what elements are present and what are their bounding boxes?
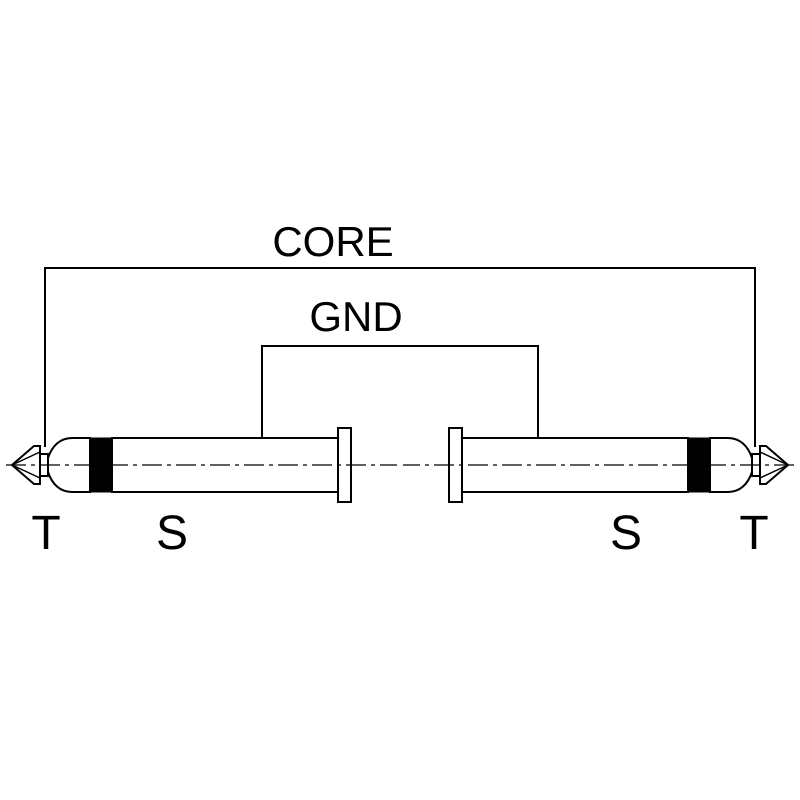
right-plug: [402, 427, 795, 503]
left-plug: [5, 427, 398, 503]
gnd-wire: [261, 345, 539, 438]
left-tip-label: T: [31, 507, 60, 560]
gnd-label: GND: [309, 293, 402, 340]
core-label: CORE: [272, 218, 393, 265]
left-sleeve-label: S: [156, 507, 188, 560]
core-wire: [44, 267, 756, 447]
right-tip-label: T: [739, 507, 768, 560]
right-sleeve-label: S: [610, 507, 642, 560]
